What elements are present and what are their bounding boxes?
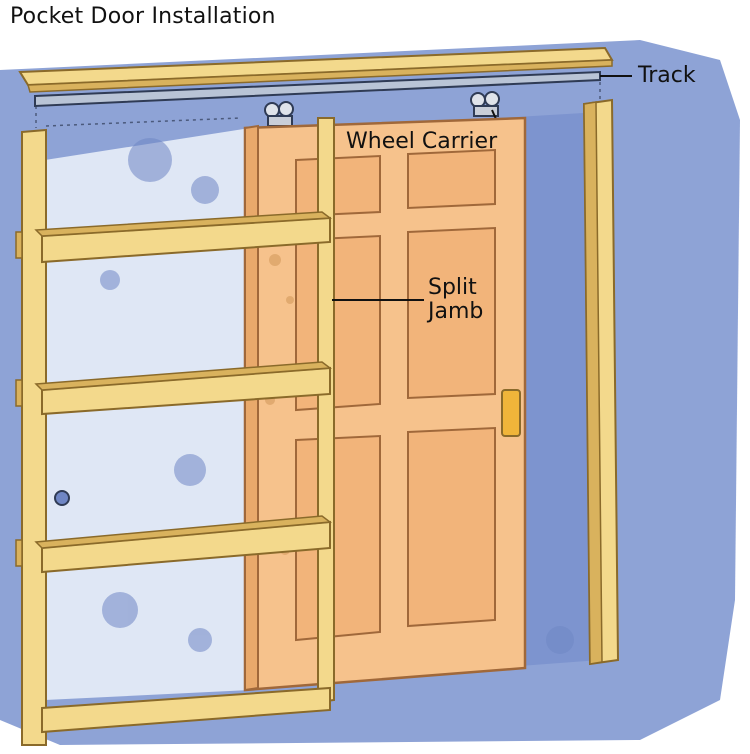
header-board-side (27, 59, 613, 93)
split-jamb-label-line2: Jamb (428, 299, 484, 324)
split-jamb-label-line1: Split (428, 275, 477, 300)
door-edge (244, 124, 259, 692)
frame-stud-right-side (583, 101, 603, 665)
wall-texture (100, 138, 574, 654)
wheel-carrier-right (470, 91, 500, 117)
cross-boards-tops (34, 211, 333, 549)
door-handle (501, 389, 521, 437)
cross-boards (41, 216, 331, 734)
wall-opening-light (45, 128, 250, 700)
split-jamb (317, 117, 335, 704)
split-jamb-label: Split Jamb (428, 276, 483, 324)
frame-stud-left (21, 128, 47, 746)
wall-knob (54, 490, 70, 506)
frame-stud-left-cleats (15, 231, 23, 567)
diagram-title: Pocket Door Installation (10, 4, 276, 29)
track-rail (34, 70, 601, 108)
wheel-carrier-label: Wheel Carrier (346, 129, 498, 154)
track-label: Track (638, 63, 696, 88)
guide-lines (35, 82, 601, 128)
